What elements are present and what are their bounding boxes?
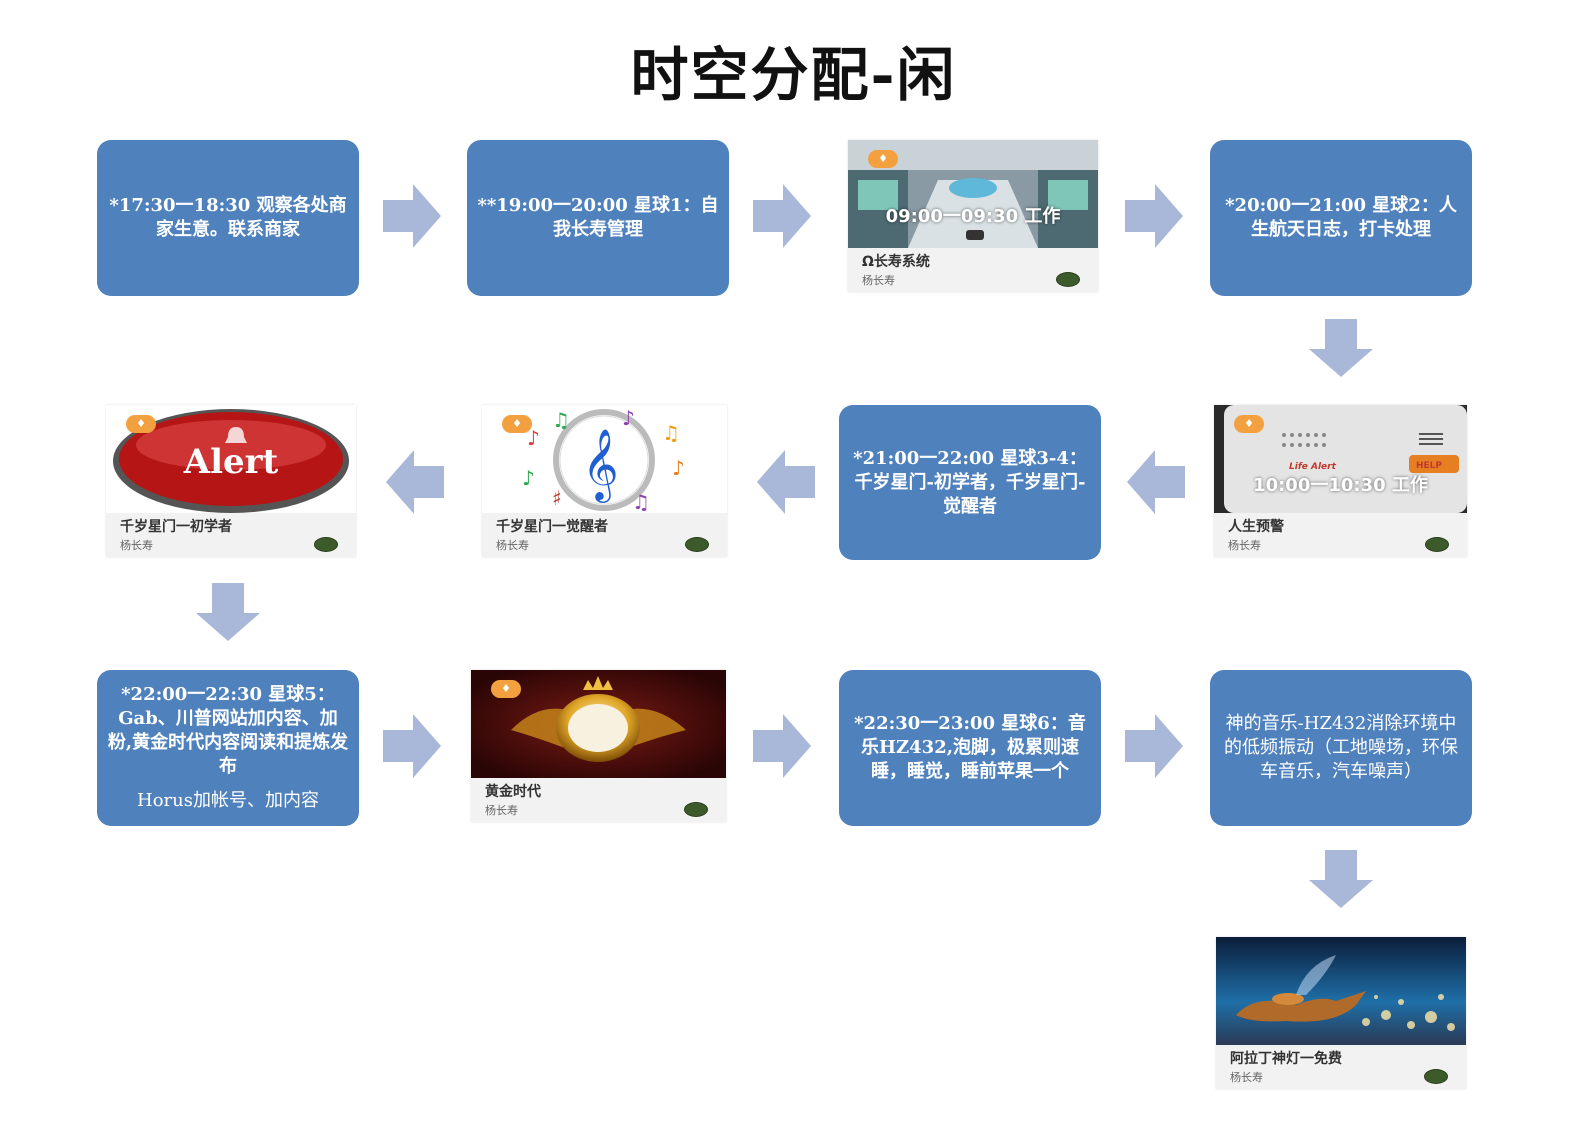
card-overlay-text: 09:00一09:30 工作 (885, 206, 1061, 227)
step-text: 神的音乐-HZ432消除环境中的低频振动（工地噪场，环保车音乐，汽车噪声） (1224, 713, 1458, 782)
card-awakened[interactable]: 𝄞 ♪ ♫ ♪ ♫ ♪ ♪ ♯ ♫ ♦ 千岁星门一觉醒者 杨长寿 (482, 405, 727, 557)
avatar (1425, 537, 1449, 552)
step-box-11: *22:30一23:00 星球6：音乐HZ432,泡脚，极累则速睡，睡觉，睡前苹… (839, 670, 1101, 826)
card-title: 阿拉丁神灯一免费 (1230, 1051, 1342, 1067)
card-author: 杨长寿 (485, 804, 518, 817)
card-author: 杨长寿 (120, 539, 153, 552)
svg-text:♫: ♫ (632, 490, 650, 513)
card-title: 黄金时代 (485, 784, 541, 800)
card-overlay-text: 10:00一10:30 工作 (1253, 475, 1428, 496)
arrow-right-icon (1125, 184, 1183, 248)
svg-text:♫: ♫ (662, 421, 680, 445)
svg-text:♪: ♪ (522, 466, 535, 490)
arrow-right-icon (753, 184, 811, 248)
badge-icon: ♦ (502, 415, 532, 433)
step-subtext: Horus加帐号、加内容 (137, 790, 319, 811)
step-box-9: *22:00一22:30 星球5：Gab、川普网站加内容、加粉,黄金时代内容阅读… (97, 670, 359, 826)
space-station-image (848, 140, 1098, 248)
step-box-12: 神的音乐-HZ432消除环境中的低频振动（工地噪场，环保车音乐，汽车噪声） (1210, 670, 1472, 826)
card-author: 杨长寿 (1230, 1071, 1263, 1084)
svg-text:♪: ♪ (527, 426, 540, 450)
svg-text:♪: ♪ (672, 456, 685, 480)
card-author: 杨长寿 (862, 274, 895, 287)
arrow-down-icon (1309, 850, 1373, 908)
card-title: 千岁星门一初学者 (120, 519, 232, 535)
badge-icon: ♦ (126, 415, 156, 433)
step-text: *22:30一23:00 星球6：音乐HZ432,泡脚，极累则速睡，睡觉，睡前苹… (854, 713, 1086, 782)
step-box-2: **19:00一20:00 星球1：自我长寿管理 (467, 140, 729, 296)
step-text: *20:00一21:00 星球2：人生航天日志，打卡处理 (1225, 195, 1457, 240)
badge-icon: ♦ (868, 150, 898, 168)
svg-text:𝄞: 𝄞 (582, 427, 619, 503)
arrow-left-icon (386, 450, 444, 514)
avatar (684, 802, 708, 817)
magic-lamp-image (1216, 937, 1466, 1045)
arrow-left-icon (757, 450, 815, 514)
step-text: *22:00一22:30 星球5：Gab、川普网站加内容、加粉,黄金时代内容阅读… (107, 684, 349, 777)
card-title: 千岁星门一觉醒者 (496, 519, 608, 535)
badge-icon: ♦ (491, 680, 521, 698)
step-text: *17:30一18:30 观察各处商家生意。联系商家 (109, 195, 347, 240)
avatar (1056, 272, 1080, 287)
card-author: 杨长寿 (496, 539, 529, 552)
page-title: 时空分配-闲 (630, 41, 957, 109)
card-golden-age[interactable]: ♦ 黄金时代 杨长寿 (471, 670, 726, 822)
golden-emblem-image (471, 670, 726, 778)
card-title: Ω长寿系统 (862, 254, 930, 270)
step-box-4: *20:00一21:00 星球2：人生航天日志，打卡处理 (1210, 140, 1472, 296)
card-author: 杨长寿 (1228, 539, 1261, 552)
arrow-down-icon (1309, 319, 1373, 377)
avatar (1424, 1069, 1448, 1084)
arrow-right-icon (383, 714, 441, 778)
card-life-alert[interactable]: Life Alert HELP ♦ 10:00一10:30 工作 人生预警 杨长… (1214, 405, 1467, 557)
badge-icon: ♦ (1234, 415, 1264, 433)
alert-button-image: Alert (106, 405, 356, 513)
card-aladdin-lamp[interactable]: 阿拉丁神灯一免费 杨长寿 (1216, 937, 1466, 1089)
card-title: 人生预警 (1228, 519, 1284, 535)
step-text: **19:00一20:00 星球1：自我长寿管理 (477, 195, 719, 240)
arrow-left-icon (1127, 450, 1185, 514)
avatar (685, 537, 709, 552)
card-beginner[interactable]: Alert ♦ 千岁星门一初学者 杨长寿 (106, 405, 356, 557)
arrow-right-icon (753, 714, 811, 778)
step-text: *21:00一22:00 星球3-4：千岁星门-初学者，千岁星门-觉醒者 (853, 447, 1087, 517)
step-box-6: *21:00一22:00 星球3-4：千岁星门-初学者，千岁星门-觉醒者 (839, 405, 1101, 560)
device-label: Life Alert (1289, 462, 1337, 472)
step-box-1: *17:30一18:30 观察各处商家生意。联系商家 (97, 140, 359, 296)
alert-button-label: Alert (183, 442, 279, 482)
arrow-right-icon (383, 184, 441, 248)
card-longevity-system[interactable]: ♦ 09:00一09:30 工作 Ω长寿系统 杨长寿 (848, 140, 1098, 292)
svg-text:♯: ♯ (552, 486, 562, 510)
help-button-label: HELP (1416, 461, 1442, 471)
svg-text:♫: ♫ (552, 408, 570, 432)
svg-text:♪: ♪ (622, 406, 635, 430)
arrow-down-icon (196, 583, 260, 641)
arrow-right-icon (1125, 714, 1183, 778)
avatar (314, 537, 338, 552)
